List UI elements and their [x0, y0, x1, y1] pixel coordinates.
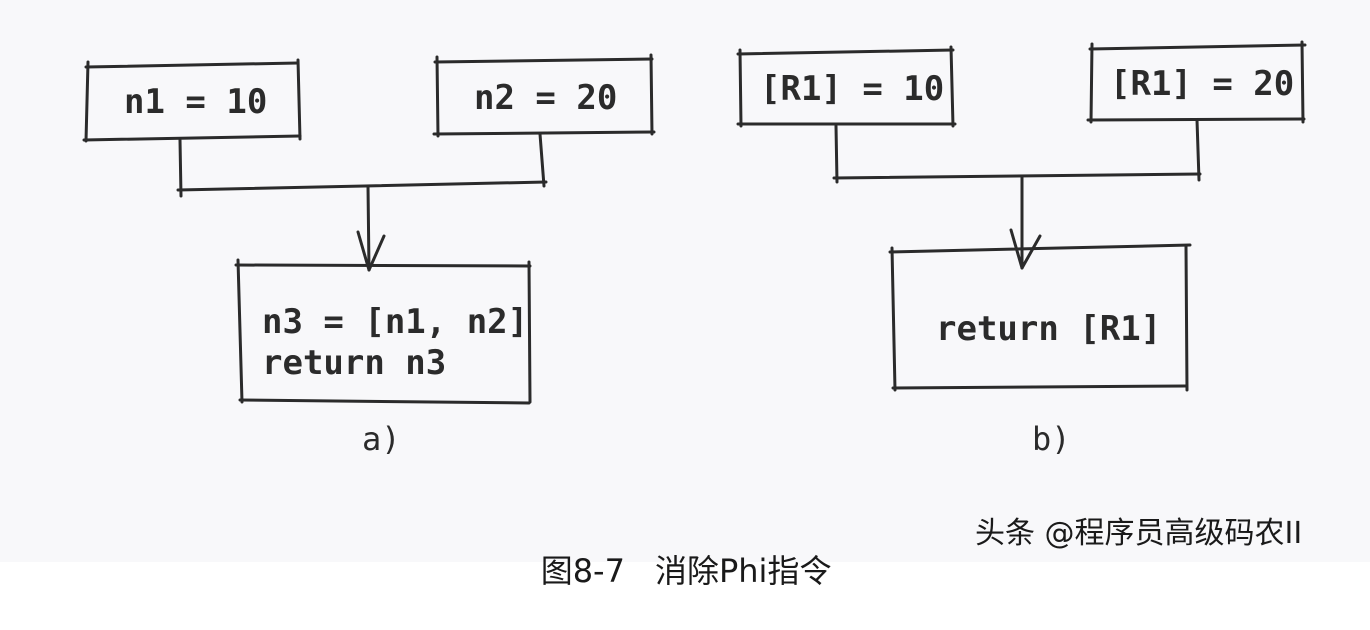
node-n1-text: n1 = 10 — [124, 82, 268, 122]
node-return-text: return [R1] — [936, 309, 1162, 349]
figure-title: 消除Phi指令 — [654, 552, 832, 590]
node-right-text: [R1] = 20 — [1110, 64, 1295, 104]
node-n2-text: n2 = 20 — [474, 78, 618, 118]
figure-number: 图8-7 — [540, 552, 625, 590]
box-n3-outline — [234, 258, 532, 405]
figure-caption: 图8-7 消除Phi指令 — [500, 508, 832, 630]
box-n2-outline — [432, 53, 656, 138]
box-n1-outline — [82, 58, 302, 143]
node-n3-line1-text: n3 = [n1, n2] — [262, 302, 529, 342]
watermark-text: 头条 @程序员高级码农II — [975, 516, 1303, 551]
diagram-lines — [82, 40, 1307, 405]
figure-canvas: n1 = 10 n2 = 20 n3 = [n1, n2] return n3 … — [82, 40, 1307, 590]
connector-b — [832, 118, 1202, 270]
box-left-outline — [736, 45, 957, 128]
node-left-text: [R1] = 10 — [760, 69, 945, 109]
box-return-outline — [888, 243, 1192, 392]
node-n3-line2-text: return n3 — [262, 343, 447, 383]
connector-a — [176, 132, 548, 272]
diagram-b-label: b) — [1032, 420, 1071, 458]
diagram-a-label: a) — [362, 420, 401, 458]
